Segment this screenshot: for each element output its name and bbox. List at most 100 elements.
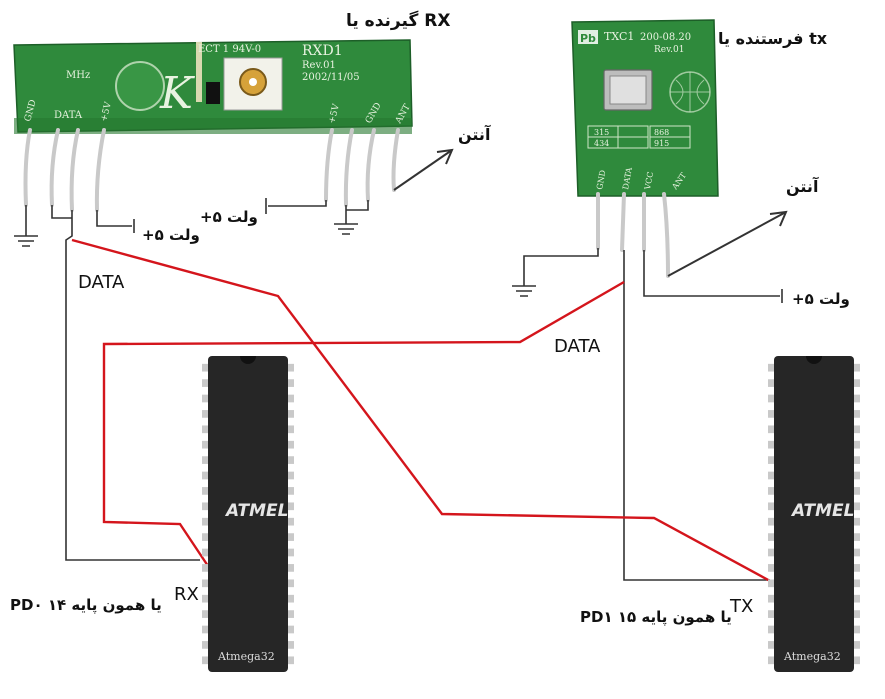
chip-left-pin-left (202, 456, 208, 464)
tx-part: TXC1 (604, 30, 634, 43)
chip-left-pin-left (202, 517, 208, 526)
chip-left-pin-right (288, 502, 294, 511)
chip-right-pin-right (854, 410, 860, 418)
rx-antenna-arrow (393, 148, 454, 191)
rx-logo: K (159, 68, 195, 119)
chip-right-pin-right (854, 579, 860, 588)
chip-right-pin-right (854, 641, 860, 649)
tx-antenna-label: آنتن (786, 176, 819, 196)
tx-vcc-label: +۵ ولت (792, 290, 850, 308)
red-wire-tx-data-to-rx-pin (102, 280, 625, 567)
chip-left-pin-left (202, 579, 208, 588)
chip-right-pin-left (768, 517, 774, 526)
chip-right-pin-left (768, 502, 774, 511)
rx-vcc-label-1: +۵ ولت (200, 208, 258, 226)
chip-left-pin-left (202, 564, 208, 572)
chip-right-pin-left (768, 487, 774, 495)
tx-rev: Rev.01 (654, 45, 684, 55)
rx-vcc-label-2: +۵ ولت (142, 226, 200, 244)
chip-right-pin-left (768, 425, 774, 434)
chip-left-pin-right (288, 410, 294, 418)
chip-right-pin-right (854, 517, 860, 526)
chip-right-pin-left (768, 579, 774, 588)
rx-module-title: گیرنده یا RX (346, 10, 450, 31)
rx-antenna-label: آنتن (458, 124, 491, 144)
chip-right-pin-left (768, 471, 774, 480)
chip-left-pin-left (202, 610, 208, 618)
tx-pin-label-gnd: GND (595, 169, 607, 190)
rx-pin-description: PD۰ یا همون پایه ۱۴ (10, 596, 162, 615)
chip-right-pin-right (854, 502, 860, 511)
chip-right-pin-left (768, 440, 774, 449)
tx-connections (512, 248, 783, 581)
chip-right-model: Atmega32 (783, 650, 841, 663)
chip-right-pin-right (854, 533, 860, 541)
chip-right-pin-right (854, 625, 860, 634)
chip-left-pin-right (288, 471, 294, 480)
chip-left-pin-right (288, 656, 294, 665)
chip-left-pin-left (202, 656, 208, 665)
chip-left-pin-right (288, 594, 294, 603)
chip-left-pin-right (288, 625, 294, 634)
tx-pb: Pb (580, 32, 596, 45)
chip-right-pin-right (854, 425, 860, 434)
tx-pin-name: TX (729, 596, 753, 617)
tx-pin-label-vcc: VCC (643, 171, 655, 191)
chip-left-pin-left (202, 548, 208, 557)
red-wire-rx-data-to-tx-pin (71, 238, 773, 584)
tx-data-label: DATA (554, 336, 601, 357)
chip-right-pin-right (854, 379, 860, 387)
chip-left-pin-right (288, 548, 294, 557)
chip-right-pin-left (768, 363, 774, 372)
chip-right-pin-left (768, 456, 774, 464)
chip-left-pin-left (202, 410, 208, 418)
chip-right-pin-right (854, 594, 860, 603)
red-wires (71, 238, 773, 584)
rx-rev: Rev.01 (302, 60, 336, 71)
tx-freq-868: 868 (654, 128, 669, 137)
chip-left-pin-right (288, 517, 294, 526)
chip-right-pin-left (768, 394, 774, 403)
chip-left-pin-left (202, 394, 208, 403)
rx-connections (14, 198, 369, 561)
tx-freq-915: 915 (654, 139, 669, 148)
chip-left-pin-right (288, 610, 294, 618)
chip-left-brand: ATMEL (224, 501, 289, 521)
chip-right-pin-right (854, 487, 860, 495)
chip-right-pin-left (768, 379, 774, 387)
chip-right-pin-left (768, 625, 774, 634)
chip-left-pin-left (202, 625, 208, 634)
chip-left-pin-right (288, 440, 294, 449)
atmega-chip-right: ATMEL Atmega32 (768, 356, 860, 672)
tx-freq-table (587, 125, 691, 149)
chip-right-pin-right (854, 564, 860, 572)
chip-left-pin-left (202, 487, 208, 495)
chip-left-pin-right (288, 394, 294, 403)
atmega-chip-left: ATMEL Atmega32 (202, 356, 294, 672)
chip-left-pin-right (288, 456, 294, 464)
tx-antenna-arrow (667, 210, 788, 277)
chip-left-pin-left (202, 502, 208, 511)
chip-right-pin-left (768, 641, 774, 649)
chip-right-brand: ATMEL (790, 501, 855, 521)
chip-right-pin-left (768, 564, 774, 572)
chip-left-pins (202, 363, 294, 665)
chip-right-pin-left (768, 548, 774, 557)
tx-freq-315: 315 (594, 128, 609, 137)
chip-right-pin-left (768, 656, 774, 665)
chip-right-pin-left (768, 610, 774, 618)
chip-left-pin-right (288, 379, 294, 387)
chip-right-pin-right (854, 440, 860, 449)
chip-left-pin-left (202, 363, 208, 372)
chip-right-pin-left (768, 533, 774, 541)
tx-pin-label-data: DATA (621, 166, 634, 190)
tx-module-title: فرستنده یا tx (718, 29, 828, 48)
tx-module: Pb TXC1 200-08.20 Rev.01 315 868 434 915… (571, 19, 719, 278)
chip-left-pin-right (288, 425, 294, 434)
chip-right-pin-right (854, 363, 860, 372)
chip-left-pin-left (202, 471, 208, 480)
chip-right-pin-right (854, 548, 860, 557)
rx-date: 2002/11/05 (302, 72, 360, 83)
chip-left-pin-left (202, 379, 208, 387)
rx-pin-name: RX (174, 584, 199, 605)
